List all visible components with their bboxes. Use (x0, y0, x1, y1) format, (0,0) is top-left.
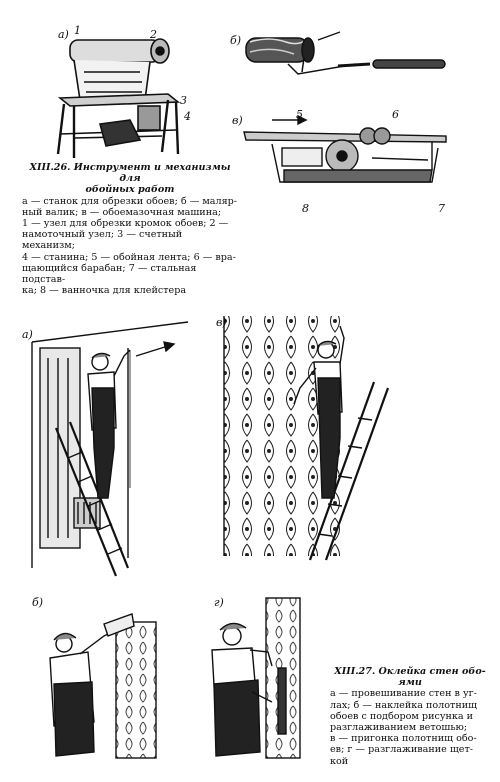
patterned-wall-drawing (223, 316, 394, 561)
caption-26-title-2: обойных работ (85, 184, 175, 196)
panel-label-v: в) (232, 114, 243, 127)
callout-8: 8 (302, 202, 309, 215)
callout-6: 6 (392, 108, 399, 121)
figure-26a-trimming-machine: а) 1 2 3 4 (50, 22, 191, 162)
caption-26-line: 4 — станина; 5 — обойная лента; 6 — вра- (22, 251, 236, 263)
caption-26-title-1: ХIII.26. Инструмент и механизмы для (29, 162, 231, 185)
panel-label-b: б) (230, 34, 242, 47)
panel-label-a: а) (58, 28, 69, 41)
figure-27a-plumbing-corners: а) (18, 318, 196, 580)
caption-27-title-1: ХIII.27. Оклейка стен обо- (334, 666, 486, 677)
caption-fig-27: ХIII.27. Оклейка стен обо- ями а — прове… (330, 666, 490, 767)
caption-27-title-2: ями (398, 677, 422, 689)
panel-label-27g: г) (214, 596, 224, 609)
callout-5: 5 (296, 108, 303, 121)
caption-26-line: 1 — узел для обрезки кромок обоев; 2 — (22, 218, 229, 230)
caption-27-line: кой (330, 755, 349, 767)
figure-27g-smoothing-brush: г) (188, 592, 308, 762)
figure-26b-paint-roller: б) (228, 28, 458, 88)
figure-27v-fitting-panels: в) (214, 308, 414, 570)
plumbing-corners-drawing (31, 321, 189, 577)
callout-2: 2 (150, 28, 157, 41)
smoothing-brush-drawing (211, 597, 301, 759)
smoothing-cloth-drawing (49, 613, 157, 759)
callout-4: 4 (184, 110, 191, 123)
panel-label-27b: б) (32, 596, 44, 609)
caption-26-line: ка; 8 — ванночка для клейстера (22, 285, 187, 297)
caption-27-line: разглаживанием ветошью; (330, 722, 468, 734)
figure-26v-pasting-machine: в) 5 6 8 7 (232, 108, 458, 220)
caption-fig-26: ХIII.26. Инструмент и механизмы для обой… (22, 162, 238, 296)
caption-27-line: лах; б — наклейка полотнищ (330, 699, 478, 711)
caption-26-line: а — станок для обрезки обоев; б — маляр- (22, 195, 238, 207)
callout-3: 3 (180, 94, 187, 107)
caption-26-line: ный валик; в — обоемазочная машина; (22, 206, 222, 218)
panel-label-27v: в) (216, 316, 227, 329)
caption-27-line: обоев с подбором рисунка и (330, 710, 474, 722)
caption-27-line: в — пригонка полотнищ обо- (330, 733, 477, 745)
paint-roller-drawing (245, 31, 446, 75)
trimming-machine-drawing (56, 38, 181, 158)
callout-7: 7 (438, 202, 445, 215)
caption-26-line: намоточный узел; 3 — счетный механизм; (22, 229, 183, 252)
caption-27-line: а — провешивание стен в уг- (330, 688, 477, 700)
panel-label-27a: а) (22, 328, 33, 341)
figure-27b-smoothing-cloth: б) (24, 592, 164, 762)
pasting-machine-drawing (243, 114, 447, 183)
callout-1: 1 (74, 24, 81, 37)
caption-27-line: ев; г — разглаживание щет- (330, 744, 474, 756)
caption-26-line: щающийся барабан; 7 — стальная подстав- (22, 262, 197, 286)
